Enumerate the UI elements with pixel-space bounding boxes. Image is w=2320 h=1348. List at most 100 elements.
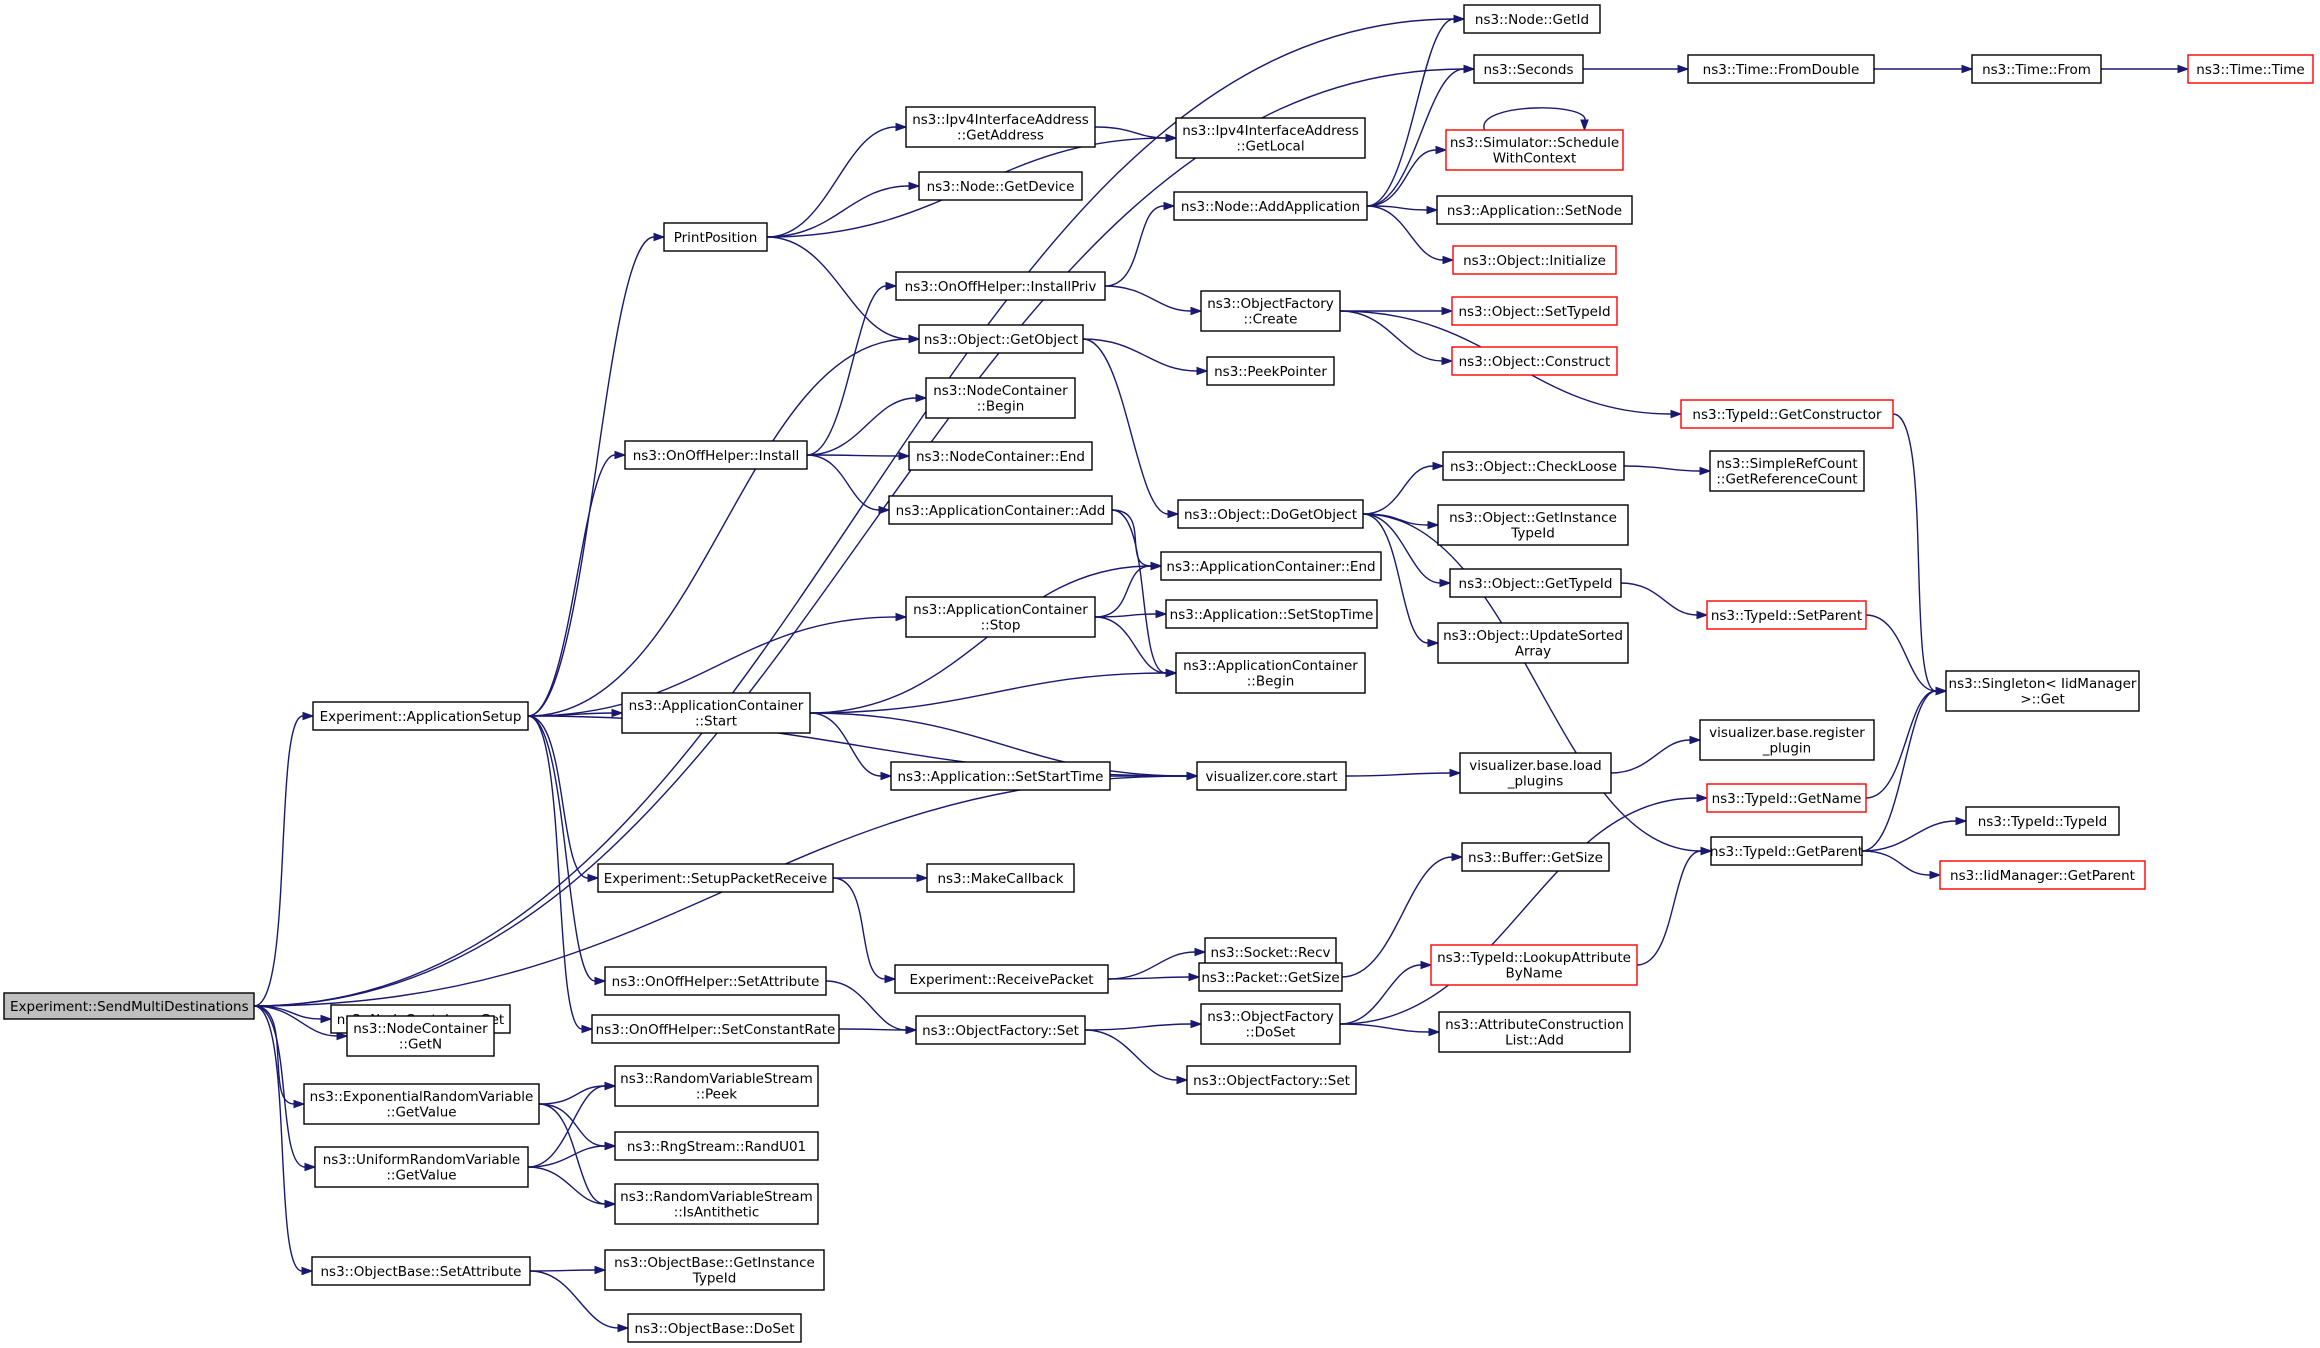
node-app-cont-add[interactable]: ns3::ApplicationContainer::Add — [888, 495, 1113, 525]
node-box — [1200, 1003, 1341, 1045]
node-obj-set-type-id[interactable]: ns3::Object::SetTypeId — [1451, 296, 1618, 326]
node-exp-rand-get-value[interactable]: ns3::ExponentialRandomVariable::GetValue — [303, 1083, 540, 1125]
node-socket-recv[interactable]: ns3::Socket::Recv — [1204, 937, 1337, 967]
node-node-cont-end[interactable]: ns3::NodeContainer::End — [908, 441, 1093, 471]
edge-arrowhead — [1186, 771, 1199, 781]
edge-obj-do-get-object-to-obj-update-sorted — [1362, 513, 1440, 648]
node-node-cont-begin[interactable]: ns3::NodeContainer::Begin — [925, 377, 1076, 419]
node-exp-setup-packet-receive[interactable]: Experiment::SetupPacketReceive — [597, 863, 834, 893]
node-box — [1459, 752, 1612, 794]
edge-arrowhead — [895, 122, 908, 132]
node-time-from[interactable]: ns3::Time::From — [1971, 54, 2102, 84]
node-label: ns3::MakeCallback — [937, 871, 1063, 887]
node-make-callback[interactable]: ns3::MakeCallback — [926, 863, 1075, 893]
node-label: ns3::TypeId::TypeId — [1978, 814, 2108, 830]
node-app-set-node[interactable]: ns3::Application::SetNode — [1436, 195, 1633, 225]
node-app-cont-end[interactable]: ns3::ApplicationContainer::End — [1160, 551, 1382, 581]
node-ipv4-get-address[interactable]: ns3::Ipv4InterfaceAddress::GetAddress — [905, 106, 1096, 148]
node-root[interactable]: Experiment::SendMultiDestinations — [3, 992, 255, 1020]
node-obj-check-loose[interactable]: ns3::Object::CheckLoose — [1442, 451, 1625, 481]
node-obj-factory-create[interactable]: ns3::ObjectFactory::Create — [1200, 290, 1341, 332]
node-node-get-id[interactable]: ns3::Node::GetId — [1463, 4, 1601, 34]
node-label: ns3::OnOffHelper::Install — [633, 448, 800, 464]
edge-arrowhead — [1451, 852, 1464, 862]
node-app-set-stop-time[interactable]: ns3::Application::SetStopTime — [1165, 599, 1378, 629]
edge-arrowhead — [898, 451, 911, 461]
node-onoff-install[interactable]: ns3::OnOffHelper::Install — [624, 440, 808, 470]
node-simple-ref-count[interactable]: ns3::SimpleRefCount::GetReferenceCount — [1709, 450, 1865, 492]
node-app-cont-stop[interactable]: ns3::ApplicationContainer::Stop — [905, 596, 1096, 638]
node-onoff-set-constant-rate[interactable]: ns3::OnOffHelper::SetConstantRate — [591, 1014, 840, 1044]
node-buffer-get-size[interactable]: ns3::Buffer::GetSize — [1461, 842, 1610, 872]
edge-node-add-application-to-obj-initialize — [1366, 205, 1455, 265]
node-time-from-double[interactable]: ns3::Time::FromDouble — [1687, 54, 1875, 84]
node-type-id-get-parent[interactable]: ns3::TypeId::GetParent — [1710, 836, 1863, 866]
node-rng-rand-u01[interactable]: ns3::RngStream::RandU01 — [614, 1131, 819, 1161]
node-onoff-install-priv[interactable]: ns3::OnOffHelper::InstallPriv — [895, 271, 1106, 301]
node-iid-get-parent[interactable]: ns3::IidManager::GetParent — [1939, 860, 2146, 890]
node-print-position[interactable]: PrintPosition — [663, 222, 768, 252]
edge-arrowhead — [1190, 306, 1203, 316]
node-label: ns3::Ipv4InterfaceAddress — [912, 112, 1089, 128]
node-obj-base-set-attribute[interactable]: ns3::ObjectBase::SetAttribute — [311, 1256, 531, 1286]
node-node-add-application[interactable]: ns3::Node::AddApplication — [1173, 191, 1368, 221]
node-rvs-peek[interactable]: ns3::RandomVariableStream::Peek — [614, 1065, 819, 1107]
node-obj-do-get-object[interactable]: ns3::Object::DoGetObject — [1177, 499, 1364, 529]
edge-arrowhead — [1580, 119, 1589, 132]
edge-obj-get-object-to-obj-do-get-object — [1082, 338, 1180, 519]
node-box — [663, 222, 768, 252]
node-onoff-set-attribute[interactable]: ns3::OnOffHelper::SetAttribute — [604, 966, 827, 996]
edge-arrowhead — [1453, 14, 1466, 24]
node-label: ns3::NodeContainer — [353, 1021, 488, 1037]
node-label: ::Begin — [1247, 674, 1295, 690]
node-seconds[interactable]: ns3::Seconds — [1473, 54, 1584, 84]
edge-type-id-lookup-attr-to-type-id-get-parent — [1636, 846, 1713, 966]
node-obj-factory-do-set[interactable]: ns3::ObjectFactory::DoSet — [1200, 1003, 1341, 1045]
node-app-cont-begin[interactable]: ns3::ApplicationContainer::Begin — [1175, 652, 1366, 694]
node-box — [1198, 962, 1343, 992]
node-obj-factory-set[interactable]: ns3::ObjectFactory::Set — [915, 1015, 1086, 1045]
node-node-cont-get-n[interactable]: ns3::NodeContainer::GetN — [346, 1015, 495, 1057]
node-label: ns3::Ipv4InterfaceAddress — [1182, 123, 1359, 139]
node-viz-load-plugins[interactable]: visualizer.base.load_plugins — [1459, 752, 1612, 794]
node-uni-rand-get-value[interactable]: ns3::UniformRandomVariable::GetValue — [314, 1146, 529, 1188]
node-node-get-device[interactable]: ns3::Node::GetDevice — [918, 171, 1083, 201]
node-viz-core-start[interactable]: visualizer.core.start — [1196, 761, 1347, 791]
node-ipv4-get-local[interactable]: ns3::Ipv4InterfaceAddress::GetLocal — [1175, 117, 1366, 159]
node-exp-app-setup[interactable]: Experiment::ApplicationSetup — [312, 701, 529, 731]
node-viz-register[interactable]: visualizer.base.register_plugin — [1699, 719, 1875, 761]
node-exp-receive-packet[interactable]: Experiment::ReceivePacket — [894, 964, 1109, 994]
node-peek-pointer[interactable]: ns3::PeekPointer — [1206, 356, 1335, 386]
node-obj-get-object[interactable]: ns3::Object::GetObject — [918, 324, 1084, 354]
node-obj-get-type-id[interactable]: ns3::Object::GetTypeId — [1449, 568, 1622, 598]
node-time-time[interactable]: ns3::Time::Time — [2187, 54, 2314, 84]
node-packet-get-size[interactable]: ns3::Packet::GetSize — [1198, 962, 1343, 992]
node-obj-initialize[interactable]: ns3::Object::Initialize — [1452, 245, 1617, 275]
node-label: ns3::ObjectBase::DoSet — [634, 1321, 794, 1337]
node-box — [624, 440, 808, 470]
node-type-id-get-constructor[interactable]: ns3::TypeId::GetConstructor — [1680, 399, 1894, 429]
node-obj-construct[interactable]: ns3::Object::Construct — [1451, 346, 1618, 376]
node-label: ns3::RandomVariableStream — [620, 1071, 813, 1087]
node-obj-factory-set2[interactable]: ns3::ObjectFactory::Set — [1186, 1065, 1357, 1095]
node-app-set-start-time[interactable]: ns3::Application::SetStartTime — [890, 761, 1111, 791]
node-singleton-get[interactable]: ns3::Singleton< IidManager >::Get — [1945, 670, 2140, 712]
node-type-id-type-id[interactable]: ns3::TypeId::TypeId — [1965, 806, 2120, 836]
node-type-id-set-parent[interactable]: ns3::TypeId::SetParent — [1706, 600, 1867, 630]
edge-node-add-application-to-app-set-node — [1366, 205, 1439, 215]
node-obj-base-do-set[interactable]: ns3::ObjectBase::DoSet — [627, 1313, 802, 1343]
node-app-cont-start[interactable]: ns3::ApplicationContainer::Start — [621, 692, 811, 734]
node-rvs-is-antithetic[interactable]: ns3::RandomVariableStream::IsAntithetic — [614, 1183, 819, 1225]
edge-obj-factory-do-set-to-attr-construction-add — [1339, 1023, 1441, 1037]
node-type-id-get-name[interactable]: ns3::TypeId::GetName — [1706, 783, 1867, 813]
node-box — [1449, 568, 1622, 598]
edge-node-add-application-to-sim-schedule — [1366, 145, 1448, 207]
edge-arrowhead — [1463, 64, 1476, 74]
edge-arrowhead — [895, 612, 908, 622]
